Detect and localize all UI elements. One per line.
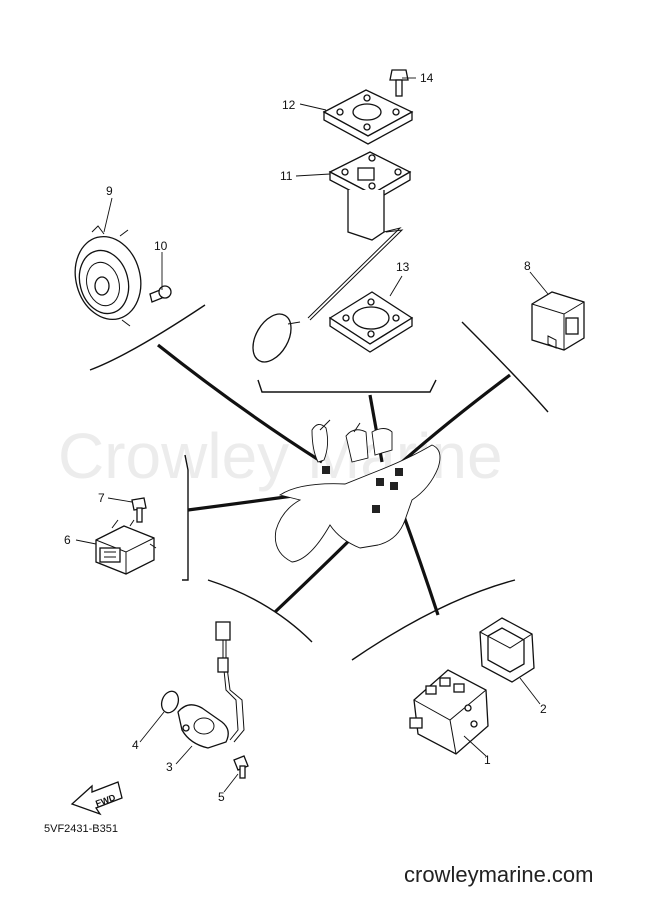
callout-13: 13 [396, 260, 410, 274]
sensor[interactable] [177, 704, 229, 749]
callout-6: 6 [64, 533, 71, 547]
callout-4: 4 [132, 738, 139, 752]
callout-9: 9 [106, 184, 113, 198]
sensor-screw[interactable] [233, 755, 249, 779]
spoke-relay [400, 373, 511, 464]
diagram-code: 5VF2431-B351 [44, 823, 118, 835]
flasher-relay[interactable] [95, 519, 157, 575]
callout-8: 8 [524, 259, 531, 273]
leader-lines [75, 77, 549, 793]
mount-point [395, 468, 403, 476]
callout-2: 2 [540, 702, 547, 716]
callout-7: 7 [98, 491, 105, 505]
gasket[interactable] [322, 89, 414, 145]
sender-plate[interactable] [328, 291, 414, 353]
screw[interactable] [389, 69, 409, 97]
callout-12: 12 [282, 98, 296, 112]
horn-bolt[interactable] [149, 285, 172, 303]
horn[interactable] [66, 225, 150, 327]
mount-point [376, 478, 384, 486]
mount-point [322, 466, 330, 474]
fwd-arrow: FWD [70, 781, 123, 816]
callout-5: 5 [218, 790, 225, 804]
frame-flasher [182, 454, 189, 581]
o-ring[interactable] [159, 689, 182, 715]
callout-11: 11 [280, 169, 293, 183]
footer-url[interactable]: crowleymarine.com [404, 862, 594, 887]
frame-sensor [207, 579, 313, 643]
fuel-sender-unit[interactable] [245, 151, 412, 369]
frame-fuel-sender [257, 379, 437, 393]
callout-10: 10 [154, 239, 168, 253]
callout-3: 3 [166, 760, 173, 774]
mount-point [390, 482, 398, 490]
switch-cover[interactable] [479, 617, 535, 683]
callouts: 14 12 11 9 10 13 8 7 6 4 3 5 1 2 [64, 71, 547, 804]
relay[interactable] [531, 291, 585, 351]
scooter-outline [274, 419, 441, 563]
sensor-harness[interactable] [215, 621, 245, 743]
callout-1: 1 [484, 753, 491, 767]
frame-horn [89, 304, 206, 371]
flasher-bolt[interactable] [131, 497, 147, 523]
switch-unit[interactable] [409, 669, 489, 755]
frame-relay [461, 321, 549, 413]
mount-point [372, 505, 380, 513]
callout-14: 14 [420, 71, 434, 85]
spoke-horn [157, 343, 323, 464]
